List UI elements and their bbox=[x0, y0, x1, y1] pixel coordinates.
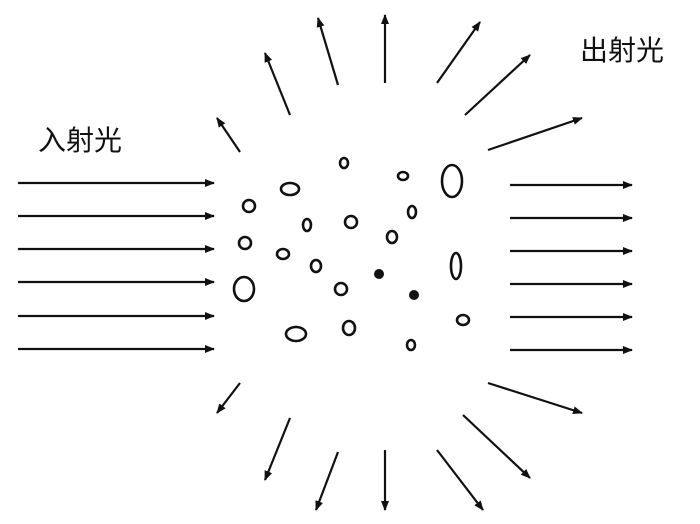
particle bbox=[440, 163, 464, 199]
scattered-arrow bbox=[436, 21, 481, 84]
scattered-arrow bbox=[487, 381, 583, 415]
particle bbox=[449, 251, 463, 281]
particle bbox=[385, 229, 399, 245]
particle bbox=[406, 204, 418, 220]
particle bbox=[409, 290, 419, 300]
transmitted-arrows bbox=[510, 181, 633, 354]
particle bbox=[333, 281, 349, 297]
incident-light-label: 入射光 bbox=[38, 124, 122, 157]
outgoing-light-label: 出射光 bbox=[580, 34, 664, 67]
incident-arrows bbox=[18, 179, 215, 353]
scattered-arrow bbox=[216, 382, 241, 414]
particle bbox=[374, 269, 384, 279]
particle bbox=[279, 181, 301, 197]
particle bbox=[338, 156, 350, 170]
scattered-arrow bbox=[462, 414, 531, 479]
scattered-arrow bbox=[316, 17, 340, 86]
scattered-arrow bbox=[436, 449, 484, 511]
particle bbox=[309, 258, 323, 274]
particle bbox=[455, 313, 471, 327]
particle bbox=[341, 319, 357, 337]
scattered-arrows bbox=[216, 14, 583, 511]
scattered-arrow bbox=[314, 451, 340, 511]
particle bbox=[301, 217, 313, 233]
particle bbox=[343, 214, 359, 230]
scattered-arrow bbox=[464, 54, 531, 116]
particle bbox=[405, 338, 417, 352]
particles bbox=[232, 156, 471, 352]
particle bbox=[275, 247, 291, 261]
scattered-arrow bbox=[263, 52, 292, 116]
particle bbox=[232, 275, 256, 303]
scattered-arrow bbox=[487, 116, 583, 152]
particle bbox=[396, 170, 410, 182]
scattered-arrow bbox=[263, 417, 292, 481]
scattered-arrow bbox=[216, 117, 241, 153]
particle bbox=[284, 325, 308, 343]
particle bbox=[241, 198, 257, 214]
particle bbox=[237, 235, 253, 251]
